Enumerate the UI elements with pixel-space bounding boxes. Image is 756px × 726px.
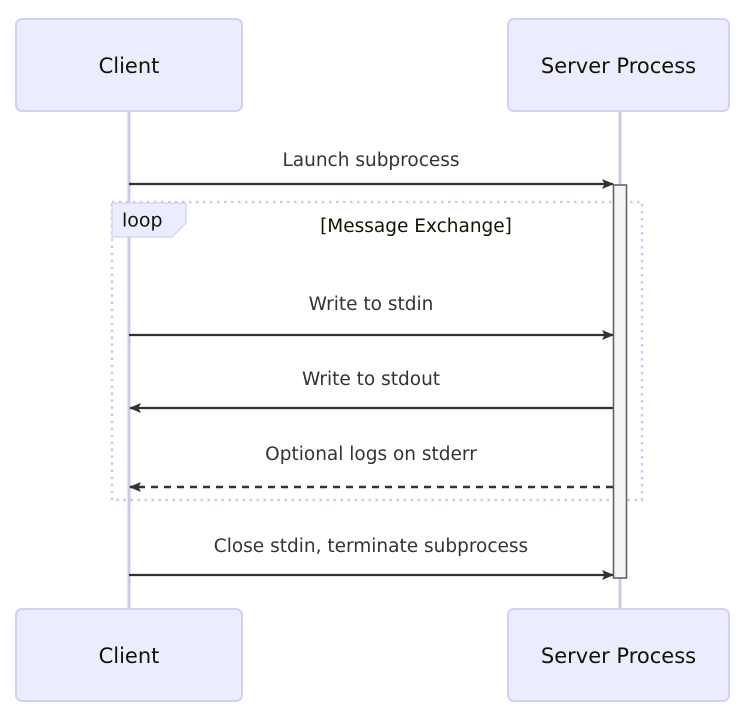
message-write-to-stdout[interactable]: Write to stdout [129, 369, 613, 413]
message-label: Write to stdin [309, 294, 434, 315]
actor-box-client-bottom[interactable]: Client [15, 608, 243, 702]
actor-box-server-top[interactable]: Server Process [507, 18, 730, 112]
message-label: Optional logs on stderr [265, 444, 477, 465]
loop-tag-box [111, 202, 187, 238]
messages-group: Launch subprocess Write to stdin Write t… [129, 150, 614, 580]
loop-fragment-border [110, 200, 644, 502]
actor-label: Server Process [541, 54, 696, 78]
message-label: Close stdin, terminate subprocess [214, 536, 528, 557]
actor-box-server-bottom[interactable]: Server Process [507, 608, 730, 702]
actor-box-rect [507, 18, 730, 112]
loop-fragment: loop [Message Exchange] [110, 200, 644, 502]
message-label: Launch subprocess [282, 150, 459, 171]
message-label: Write to stdout [302, 369, 440, 390]
lifelines-group [127, 111, 622, 609]
message-optional-logs-on-stderr[interactable]: Optional logs on stderr [129, 444, 613, 492]
actor-box-rect [15, 608, 243, 702]
loop-tag-label: loop [122, 210, 163, 232]
actor-label: Client [99, 644, 160, 668]
actor-box-rect [507, 608, 730, 702]
actor-boxes-bottom: Client Server Process [15, 608, 730, 702]
message-launch-subprocess[interactable]: Launch subprocess [129, 150, 614, 189]
actor-label: Server Process [541, 644, 696, 668]
loop-fragment-title: [Message Exchange] [320, 216, 512, 237]
message-write-to-stdin[interactable]: Write to stdin [129, 294, 614, 340]
actor-boxes-top: Client Server Process [15, 18, 730, 112]
message-close-stdin-terminate-subprocess[interactable]: Close stdin, terminate subprocess [129, 536, 614, 580]
activation-bar-server [612, 184, 628, 579]
actor-label: Client [99, 54, 160, 78]
actor-box-rect [15, 18, 243, 112]
actor-box-client-top[interactable]: Client [15, 18, 243, 112]
